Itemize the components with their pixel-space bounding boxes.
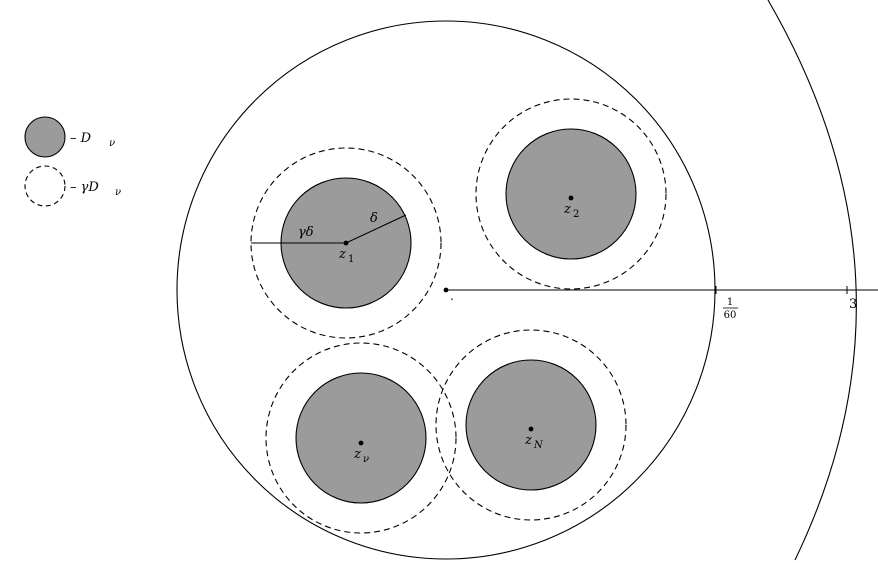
label-z2: z 2	[563, 202, 579, 220]
svg-text:2: 2	[573, 209, 579, 220]
label-three: 3	[849, 297, 857, 312]
origin-dot	[443, 287, 449, 293]
center-dot-znu	[358, 440, 364, 446]
legend-dashed-label: – γD ν	[70, 180, 121, 198]
radius-delta	[345, 214, 407, 244]
label-znu: z ν	[353, 447, 369, 465]
svg-text:1: 1	[348, 254, 354, 265]
svg-text:– γD: – γD	[70, 180, 99, 195]
label-gamma-delta: γδ	[298, 225, 314, 240]
outer-arc-radius-3	[767, 0, 857, 561]
svg-text:z: z	[353, 447, 361, 462]
label-one-sixtieth: 1 60	[723, 297, 738, 321]
svg-text:– D: – D	[70, 131, 92, 146]
svg-text:ν: ν	[109, 138, 115, 149]
svg-text:1: 1	[727, 297, 733, 308]
disk-z2	[505, 128, 637, 260]
svg-text:60: 60	[724, 310, 737, 321]
disk-zN	[465, 359, 597, 491]
legend-disk-icon	[24, 116, 66, 158]
legend-dashed-icon	[24, 165, 66, 207]
center-dot-z2	[568, 195, 574, 201]
label-delta: δ	[370, 211, 378, 226]
legend-disk-label: – D ν	[70, 131, 115, 149]
svg-text:z: z	[524, 433, 532, 448]
center-dot-zN	[528, 426, 534, 432]
svg-text:z: z	[338, 247, 346, 262]
svg-text:z: z	[563, 202, 571, 217]
legend: – D ν – γD ν	[24, 116, 121, 207]
dashed-circle-z1	[250, 147, 442, 339]
svg-text:ν: ν	[363, 454, 369, 465]
dashed-circle-zN	[435, 329, 627, 521]
label-z1: z 1	[338, 247, 354, 265]
center-dot-z1	[343, 240, 349, 246]
svg-text:ν: ν	[115, 187, 121, 198]
disk-znu	[295, 372, 427, 504]
origin-mark: .	[450, 289, 454, 303]
svg-text:N: N	[533, 440, 544, 451]
dashed-circle-znu	[265, 342, 457, 534]
dashed-circle-z2	[475, 98, 667, 290]
label-zN: z N	[524, 433, 544, 451]
